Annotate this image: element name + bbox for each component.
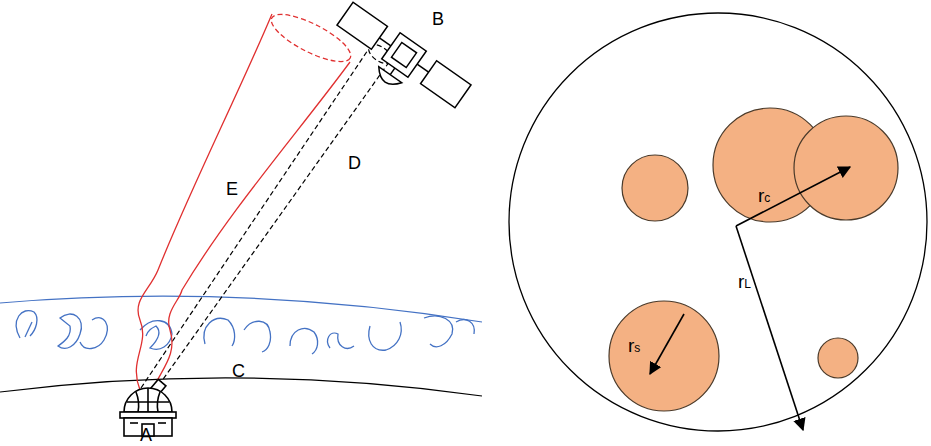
part-label: E xyxy=(226,180,238,198)
part-label: D xyxy=(348,154,361,172)
part-label: A xyxy=(140,426,152,444)
radius-label: rc xyxy=(758,186,770,205)
turbulence-eddies xyxy=(16,311,474,354)
radius-label: rs xyxy=(628,336,640,355)
radius-label: rL xyxy=(738,272,751,291)
beam-d xyxy=(141,41,395,392)
part-label: B xyxy=(432,10,444,28)
atmosphere-top xyxy=(0,296,482,322)
part-label: C xyxy=(232,362,245,380)
satellite-icon xyxy=(326,1,472,124)
aperture-diagram xyxy=(509,13,927,431)
ground-line xyxy=(0,378,482,396)
beam-e xyxy=(136,6,356,392)
